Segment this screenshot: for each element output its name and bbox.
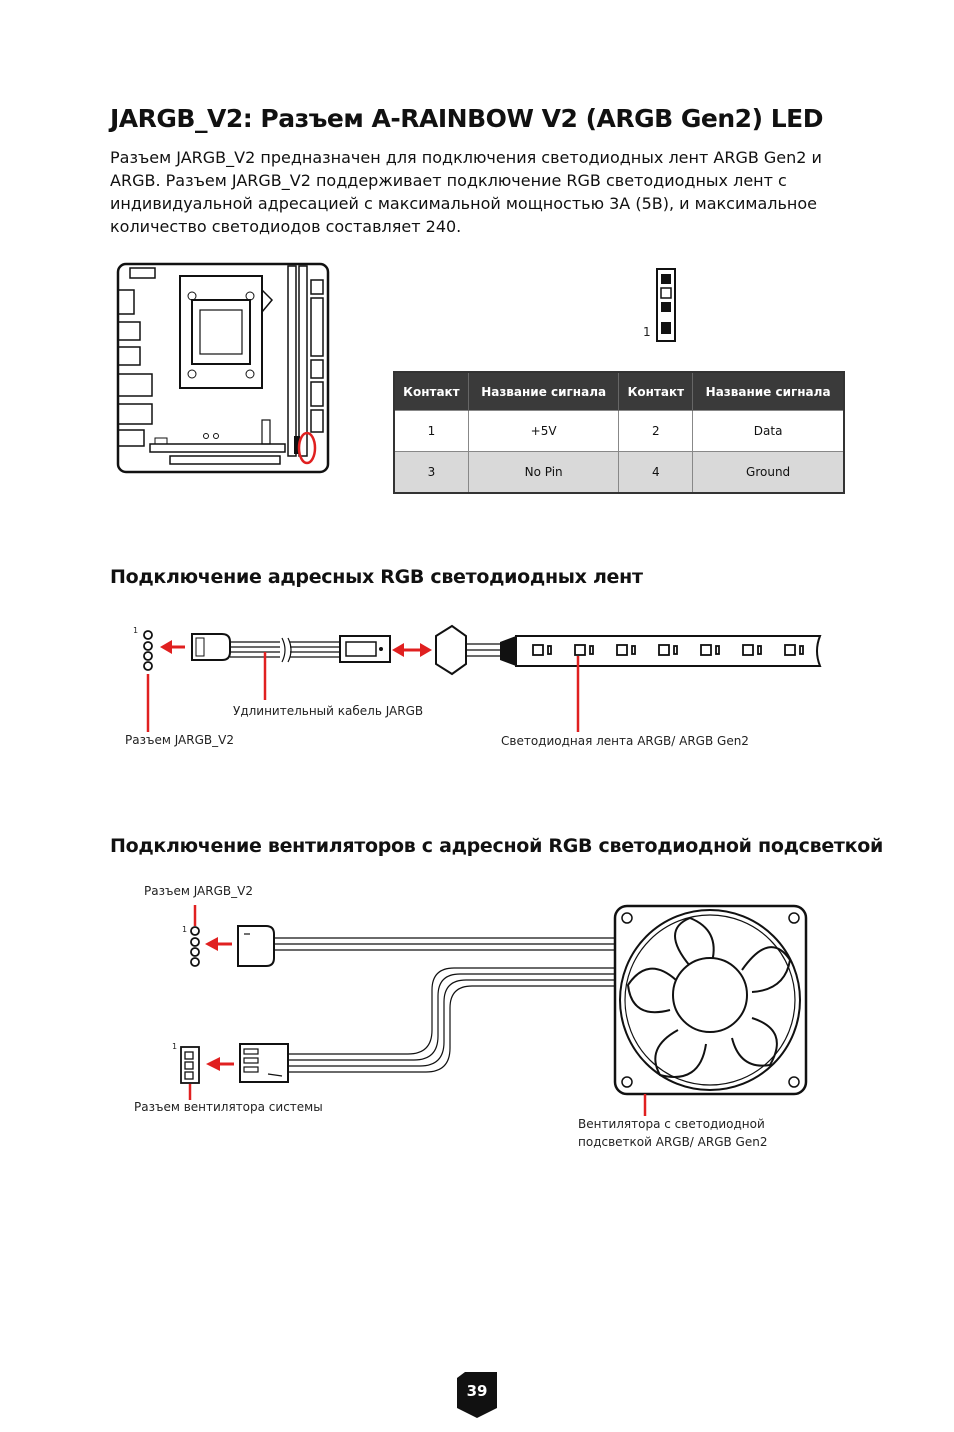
pin-one-label: 1 xyxy=(133,626,139,635)
section-heading-led-strip: Подключение адресных RGB светодиодных ле… xyxy=(110,566,643,588)
argb-fan-label-line1: Вентилятора с светодиодной xyxy=(578,1117,765,1131)
col-header: Название сигнала xyxy=(692,372,845,411)
table-cell: 4 xyxy=(618,451,694,493)
pin-table: Контакт Название сигнала Контакт Названи… xyxy=(393,371,845,494)
extension-cable-label: Удлинительный кабель JARGB xyxy=(233,704,424,718)
section-heading-fan: Подключение вентиляторов с адресной RGB … xyxy=(110,835,883,857)
page-title: JARGB_V2: Разъем A-RAINBOW V2 (ARGB Gen2… xyxy=(110,104,823,133)
header-pin-label: 1 xyxy=(643,325,651,339)
table-cell: No Pin xyxy=(468,451,620,493)
table-cell: Data xyxy=(692,410,845,452)
col-header: Контакт xyxy=(618,372,694,411)
table-cell: 3 xyxy=(394,451,469,493)
jargb-connector-label: Разъем JARGB_V2 xyxy=(125,733,234,747)
pin-one-label-top: 1 xyxy=(182,925,188,934)
argb-fan-label-line2: подсветкой ARGB/ ARGB Gen2 xyxy=(578,1135,768,1149)
jargb-connector-label-2: Разъем JARGB_V2 xyxy=(144,884,253,898)
table-cell: 1 xyxy=(394,410,469,452)
led-strip-label: Светодиодная лента ARGB/ ARGB Gen2 xyxy=(501,734,749,748)
table-cell: +5V xyxy=(468,410,620,452)
table-cell: Ground xyxy=(692,451,845,493)
table-row: 3 No Pin 4 Ground xyxy=(394,451,845,493)
table-row: 1 +5V 2 Data xyxy=(394,410,845,452)
page-number: 39 xyxy=(466,1382,488,1400)
intro-paragraph: Разъем JARGB_V2 предназначен для подключ… xyxy=(110,148,822,236)
col-header: Название сигнала xyxy=(468,372,620,411)
table-cell: 2 xyxy=(618,410,694,452)
pin-one-label-bottom: 1 xyxy=(172,1042,178,1051)
table-header-row: Контакт Название сигнала Контакт Названи… xyxy=(394,372,845,411)
system-fan-connector-label: Разъем вентилятора системы xyxy=(134,1100,323,1114)
col-header: Контакт xyxy=(394,372,469,411)
